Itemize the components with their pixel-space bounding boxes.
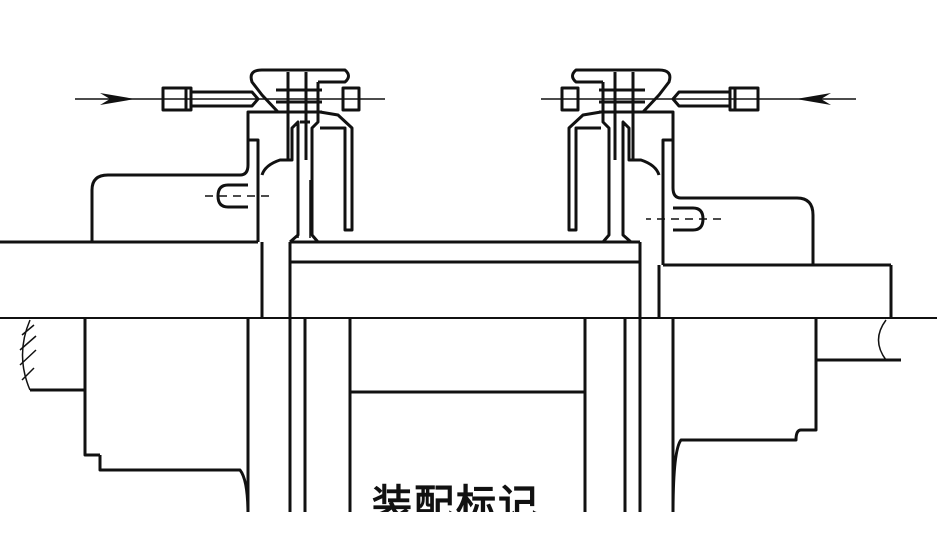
left-flange: [246, 68, 350, 242]
assembly-mark-label: 装配标记: [372, 482, 540, 512]
left-shaft: [0, 240, 258, 392]
left-hub-lower: [83, 318, 250, 516]
left-pin: [216, 183, 248, 209]
right-coupling-half: [541, 68, 901, 516]
left-arrow-icon: [100, 93, 135, 105]
center-spacer: [288, 240, 642, 515]
left-coupling-half: [0, 68, 385, 516]
right-arrow-icon: [796, 93, 831, 105]
